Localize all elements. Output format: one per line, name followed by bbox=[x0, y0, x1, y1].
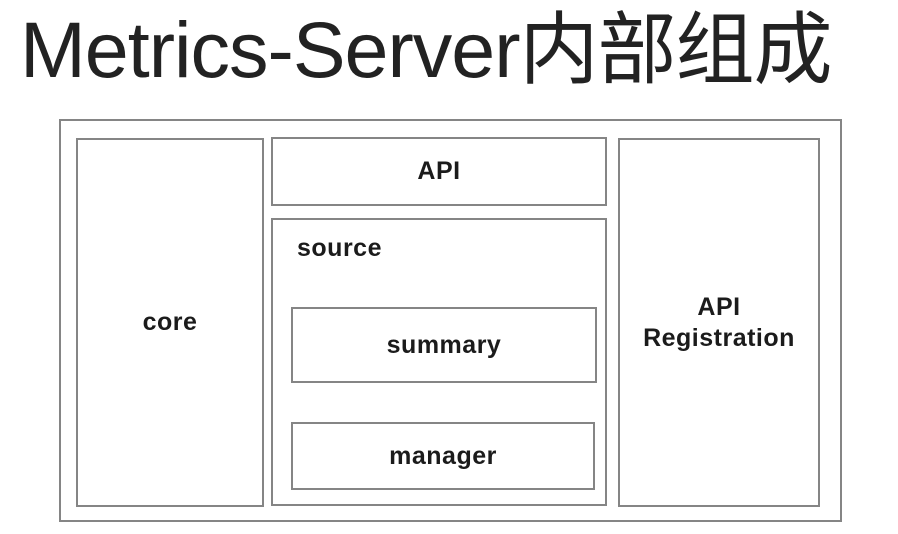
api-registration-label-line2: Registration bbox=[643, 323, 795, 352]
api-box: API bbox=[271, 137, 607, 206]
summary-label: summary bbox=[386, 330, 502, 359]
core-label: core bbox=[142, 308, 198, 336]
manager-box: manager bbox=[291, 422, 595, 490]
manager-label: manager bbox=[389, 441, 497, 470]
page-title: Metrics-Server内部组成 bbox=[20, 5, 833, 94]
api-registration-label-line1: API bbox=[697, 292, 741, 321]
summary-box: summary bbox=[291, 307, 597, 383]
core-box: core bbox=[76, 138, 264, 507]
source-label: source bbox=[297, 234, 382, 262]
api-label: API bbox=[417, 157, 461, 185]
api-registration-box: API Registration bbox=[618, 138, 820, 507]
api-registration-label: API Registration bbox=[643, 292, 795, 354]
